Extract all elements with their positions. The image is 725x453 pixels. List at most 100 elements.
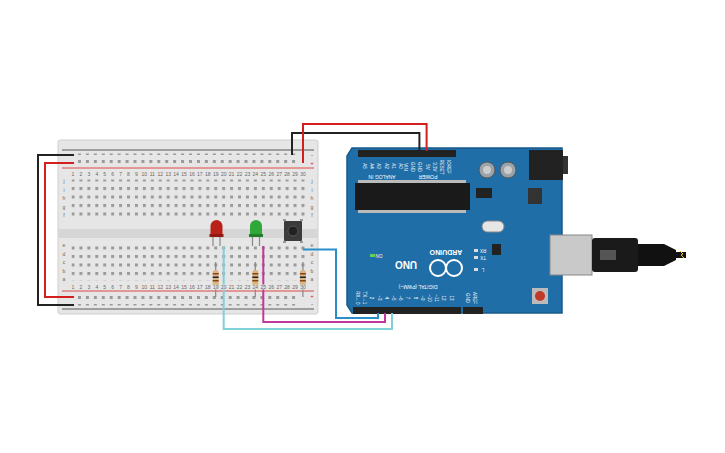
column-number: 21 <box>228 172 235 177</box>
column-number: 8 <box>127 172 131 177</box>
header-label: POWER <box>418 174 438 179</box>
arduino-board <box>347 148 686 314</box>
row-letter: f <box>63 213 65 218</box>
pin-label: GND <box>417 162 422 173</box>
pin-label: 5V <box>424 164 429 171</box>
column-number: 24 <box>252 172 259 177</box>
board-model: UNO <box>394 259 417 269</box>
rail-sign: - <box>311 152 314 158</box>
column-number: 14 <box>173 285 180 290</box>
row-letter: g <box>62 204 66 209</box>
column-number: 11 <box>149 172 155 177</box>
pin-label: 7 <box>405 296 410 300</box>
row-letter: b <box>310 268 314 273</box>
column-number: 23 <box>244 172 251 177</box>
column-number: 18 <box>205 285 212 290</box>
column-number: 5 <box>103 285 107 290</box>
pushbutton <box>283 219 303 243</box>
pin-label: RX←0 <box>355 291 360 305</box>
pin-label: A5 <box>362 163 367 170</box>
column-number: 15 <box>181 172 188 177</box>
row-letter: a <box>62 277 66 282</box>
pin-label: ~10 <box>427 294 432 303</box>
pin-label: A2 <box>383 163 388 170</box>
row-letter: h <box>62 196 66 201</box>
led-label: L <box>481 267 485 272</box>
column-number: 2 <box>79 285 83 290</box>
column-number: 29 <box>292 285 299 290</box>
row-letter: d <box>310 251 314 256</box>
column-number: 20 <box>220 172 227 177</box>
column-number: 6 <box>111 285 115 290</box>
rail-sign: + <box>310 293 315 299</box>
pin-label: ~5 <box>391 295 396 301</box>
column-number: 24 <box>252 285 259 290</box>
pin-label: GND <box>465 293 470 304</box>
pin-label: GND <box>410 162 415 173</box>
column-number: 21 <box>228 285 235 290</box>
board-logo: ARDUINO <box>429 249 463 256</box>
column-number: 10 <box>141 172 148 177</box>
column-number: 7 <box>119 285 123 290</box>
row-letter: h <box>310 196 314 201</box>
led-label: RX <box>479 248 486 253</box>
column-number: 30 <box>300 172 307 177</box>
column-number: 22 <box>236 172 243 177</box>
breadboard <box>58 140 318 314</box>
pin-label: ~11 <box>434 294 439 302</box>
column-number: 26 <box>268 172 275 177</box>
column-number: 15 <box>181 285 188 290</box>
pin-label: 4 <box>384 296 389 300</box>
column-number: 3 <box>87 172 91 177</box>
pin-label: RESET <box>439 159 444 175</box>
row-letter: i <box>63 187 65 192</box>
column-number: 23 <box>244 285 251 290</box>
pin-label: 3.3V <box>432 162 437 172</box>
pin-label: 2 <box>369 296 374 300</box>
led-label: TX <box>480 255 487 260</box>
wire <box>38 155 74 305</box>
pin-label: ~3 <box>376 295 381 301</box>
column-number: 6 <box>111 172 115 177</box>
wire <box>224 246 392 329</box>
pin-label: A0 <box>398 163 403 170</box>
column-number: 17 <box>197 172 204 177</box>
column-number: 13 <box>165 285 172 290</box>
pin-label: 12 <box>441 295 446 301</box>
row-letter: c <box>310 260 314 265</box>
row-letter: j <box>311 179 313 184</box>
pin-label: 13 <box>448 295 453 301</box>
row-letter: j <box>63 179 65 184</box>
column-number: 4 <box>95 172 99 177</box>
wire <box>303 250 378 319</box>
row-letter: i <box>311 187 313 192</box>
column-number: 13 <box>165 172 172 177</box>
row-letter: e <box>310 243 314 248</box>
column-number: 8 <box>127 285 131 290</box>
row-letter: c <box>62 260 66 265</box>
rail-sign: - <box>311 301 314 307</box>
pin-label: IOREF <box>446 160 451 175</box>
row-letter: a <box>310 277 314 282</box>
column-number: 30 <box>300 285 307 290</box>
pin-label: AREF <box>472 291 477 304</box>
column-number: 9 <box>135 285 139 290</box>
pin-label: TX→1 <box>362 291 367 305</box>
resistor-symbol <box>216 262 303 297</box>
pin-label: A4 <box>369 163 374 170</box>
column-number: 19 <box>212 285 219 290</box>
column-number: 28 <box>284 285 291 290</box>
column-number: 12 <box>157 172 164 177</box>
column-number: 22 <box>236 285 243 290</box>
wire <box>263 246 385 322</box>
column-number: 29 <box>292 172 299 177</box>
pin-label: ~6 <box>398 295 403 301</box>
row-letter: b <box>62 268 66 273</box>
column-number: 7 <box>119 172 123 177</box>
row-letter: d <box>62 251 66 256</box>
column-number: 27 <box>276 172 283 177</box>
column-number: 16 <box>189 285 196 290</box>
column-number: 27 <box>276 285 283 290</box>
